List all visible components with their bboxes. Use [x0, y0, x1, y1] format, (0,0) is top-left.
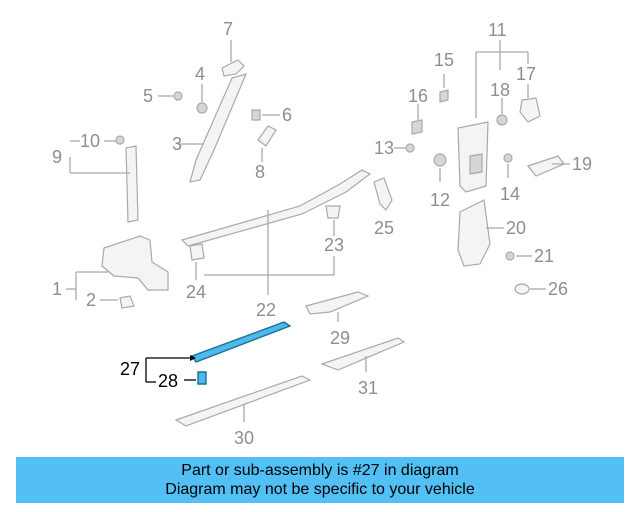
- b-pillar-slot: [469, 153, 483, 175]
- part-24-clip: [189, 243, 205, 261]
- part-29-scuff-plate: [305, 291, 370, 315]
- part-23-clip: [325, 205, 341, 219]
- info-banner: Part or sub-assembly is #27 in diagram D…: [16, 457, 624, 503]
- callout-31: 31: [358, 378, 378, 398]
- callout-23: 23: [324, 235, 344, 255]
- banner-line-1: Part or sub-assembly is #27 in diagram: [181, 462, 459, 479]
- part-26-cap: [514, 283, 530, 295]
- callout-24: 24: [186, 282, 206, 302]
- callout-2: 2: [86, 290, 96, 310]
- callout-5: 5: [143, 86, 153, 106]
- part-17-trim: [519, 97, 541, 123]
- callout-21: 21: [534, 246, 554, 266]
- part-19-handle: [526, 155, 565, 177]
- callout-30: 30: [234, 428, 254, 448]
- callout-7: 7: [223, 19, 233, 39]
- part-14-clip: [503, 153, 513, 163]
- callout-25: 25: [374, 218, 394, 238]
- part-30-outer-sill: [174, 375, 312, 427]
- callout-8: 8: [255, 162, 265, 182]
- part-7-bracket: [221, 59, 245, 77]
- callout-17: 17: [516, 64, 536, 84]
- part-2-clip: [119, 295, 135, 309]
- part-28-clip: [197, 371, 207, 385]
- callout-1: 1: [52, 279, 62, 299]
- part-13-clip: [405, 143, 415, 153]
- part-20-b-pillar-lower: [457, 199, 491, 267]
- banner-line-2: Diagram may not be specific to your vehi…: [165, 481, 475, 498]
- part-4-clip: [196, 102, 208, 114]
- callout-4: 4: [195, 64, 205, 84]
- part-5-clip: [173, 91, 183, 101]
- part-15-clip: [439, 89, 449, 103]
- callout-16: 16: [408, 86, 428, 106]
- part-22-inner-sill: [180, 169, 372, 247]
- part-16-clip: [411, 119, 423, 135]
- part-31-sill-plate: [320, 337, 406, 371]
- callout-14: 14: [500, 184, 520, 204]
- callout-13: 13: [374, 138, 394, 158]
- part-21-screw: [505, 251, 515, 261]
- callout-26: 26: [548, 279, 568, 299]
- callout-27: 27: [120, 359, 140, 379]
- callout-19: 19: [572, 154, 592, 174]
- part-10-clip: [115, 135, 125, 145]
- callout-11: 11: [488, 20, 507, 40]
- callout-12: 12: [430, 190, 450, 210]
- part-12-fastener: [433, 153, 447, 167]
- callout-9: 9: [52, 147, 62, 167]
- part-1-kick-panel: [101, 235, 169, 291]
- callout-28: 28: [158, 371, 178, 391]
- callout-10: 10: [80, 131, 100, 151]
- part-8-trim: [257, 125, 277, 147]
- parts-diagram: 7 3 4 5 6 8 9 10 1 2 22 24 23: [52, 19, 592, 448]
- callout-22: 22: [256, 300, 276, 320]
- part-3-a-pillar-trim: [189, 73, 248, 183]
- part-18-fastener: [496, 114, 508, 126]
- arrow-27: [190, 355, 196, 361]
- callout-6: 6: [282, 105, 292, 125]
- callout-20: 20: [506, 218, 526, 238]
- callout-15: 15: [434, 50, 454, 70]
- callout-3: 3: [172, 134, 182, 154]
- callout-29: 29: [330, 328, 350, 348]
- part-25-trim: [373, 177, 393, 211]
- callout-18: 18: [490, 80, 510, 100]
- part-9-trim: [125, 145, 139, 223]
- part-6-screw: [251, 109, 261, 121]
- part-27-highlighted: [190, 321, 292, 363]
